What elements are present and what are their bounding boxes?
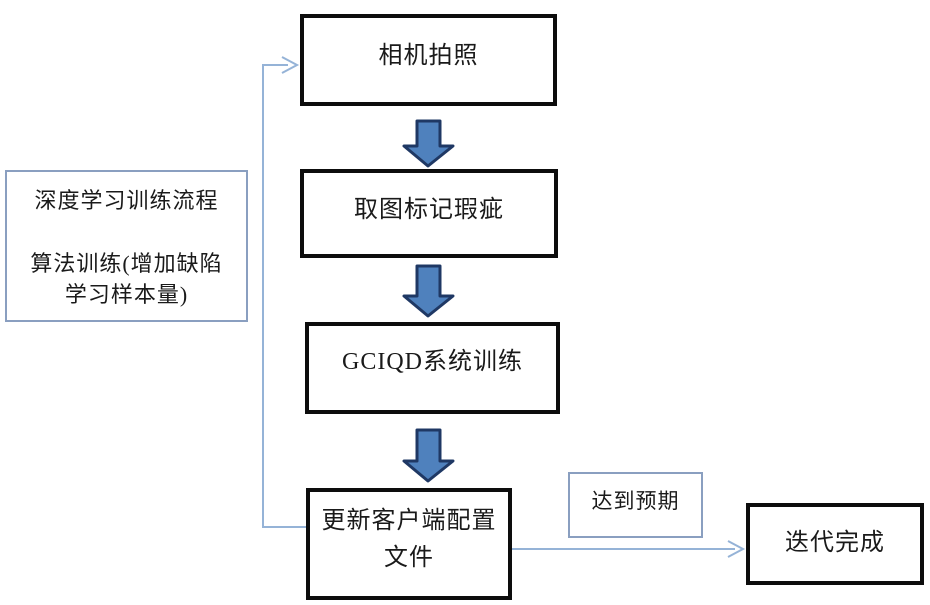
flow-step-system-training-label: GCIQD系统训练 (342, 349, 523, 375)
flow-step-system-training: GCIQD系统训练 (305, 322, 560, 414)
feedback-connector-line (262, 64, 306, 528)
side-note-title: 深度学习训练流程 (34, 188, 219, 213)
condition-label-box: 达到预期 (568, 472, 703, 538)
condition-label: 达到预期 (591, 489, 680, 513)
feedback-arrowhead-icon (281, 56, 300, 74)
flow-step-update-config-line1: 更新客户端配置 (321, 508, 497, 534)
flow-step-iteration-complete-label: 迭代完成 (785, 530, 885, 556)
flow-step-camera-label: 相机拍照 (378, 43, 479, 69)
side-note-box: 深度学习训练流程 算法训练(增加缺陷 学习样本量) (5, 170, 248, 322)
flow-step-camera: 相机拍照 (300, 14, 557, 106)
result-arrowhead-icon (727, 540, 746, 558)
flow-step-mark-defects: 取图标记瑕疵 (300, 169, 558, 258)
flow-step-iteration-complete: 迭代完成 (746, 503, 924, 585)
down-block-arrow-icon-1 (402, 119, 455, 168)
down-block-arrow-icon-2 (402, 264, 455, 318)
flow-step-update-config-line2: 文件 (384, 545, 434, 571)
down-block-arrow-icon-3 (402, 428, 455, 483)
flow-step-mark-defects-label: 取图标记瑕疵 (354, 197, 504, 223)
side-note-line2: 算法训练(增加缺陷 (30, 251, 223, 276)
flow-step-update-config: 更新客户端配置 文件 (306, 488, 512, 600)
side-note-line3: 学习样本量) (64, 282, 189, 307)
